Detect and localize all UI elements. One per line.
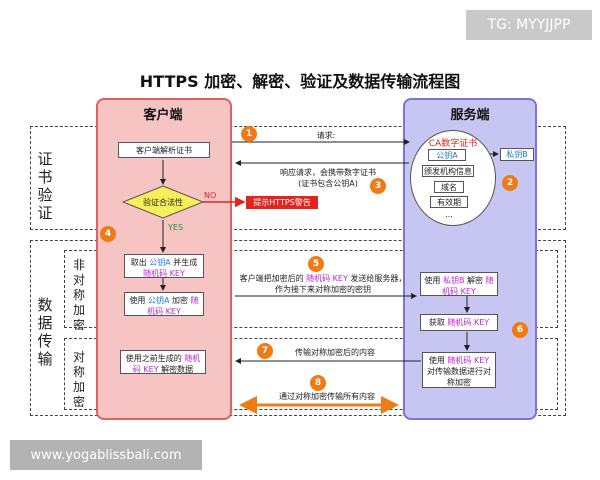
asym-subsection-frame: [64, 250, 558, 328]
msg-response-line1: 响应请求，会携带数字证书: [280, 168, 376, 177]
step-3-badge: 3: [370, 178, 386, 194]
data-section-label: 数据传输: [37, 296, 53, 368]
diagram-title: HTTPS 加密、解密、验证及数据传输流程图: [139, 72, 461, 91]
client-decrypt-box: 使用之前生成的 随机码 KEY 解密数据: [120, 350, 206, 374]
https-warning-box: 提示HTTPS警告: [246, 196, 318, 209]
site-watermark: www.yogablissbali.com: [10, 440, 202, 470]
server-decrypt-box: 使用 私钥B 解密 随机码 KEY: [420, 272, 498, 296]
step-6-badge: 6: [512, 322, 528, 338]
msg-send-key: 客户端把加密后的 随机码 KEY 发送给服务器，作为接下来对称加密的密钥: [239, 274, 407, 294]
msg-response-line2: (证书包含公钥A): [298, 179, 358, 188]
msg-transfer: 传输对称加密后的内容: [295, 348, 375, 357]
sym-label: 对称加密: [72, 350, 85, 409]
step-8-badge: 8: [310, 375, 326, 391]
issuer-info: 颁发机构信息: [422, 165, 474, 177]
take-pubkey-box: 取出 公钥A 并生成 随机码 KEY: [124, 254, 204, 278]
step-4-badge: 4: [100, 226, 116, 242]
cert-section-label: 证书验证: [37, 150, 53, 222]
validate-label: 验证合法性: [143, 198, 183, 207]
cert-section-frame: [30, 126, 566, 230]
validate-diamond: [121, 185, 205, 219]
ca-certificate-title: CA数字证书: [428, 139, 478, 149]
step-7-badge: 7: [257, 343, 273, 359]
get-key-box: 获取 随机码 KEY: [420, 314, 498, 331]
yes-label: YES: [168, 223, 184, 232]
server-encrypt-box: 使用 随机码 KEY 对传输数据进行对称加密: [422, 352, 496, 388]
msg-all-symmetric: 通过对称加密传输所有内容: [279, 392, 375, 401]
parse-cert-box: 客户端解析证书: [118, 142, 210, 158]
encrypt-key-box: 使用 公钥A 加密 随机码 KEY: [124, 292, 204, 316]
private-key-b: 私钥B: [500, 148, 534, 161]
validity-field: 有效期: [430, 196, 468, 208]
public-key-a: 公钥A: [428, 149, 466, 161]
client-lane-header: 客户端: [143, 108, 183, 123]
msg-request: 请求:: [316, 131, 336, 140]
asym-label: 非对称加密: [72, 258, 85, 332]
step-2-badge: 2: [502, 175, 518, 191]
ca-ellipsis: ...: [445, 210, 453, 219]
data-section-frame: [30, 240, 566, 416]
domain-field: 域名: [434, 181, 464, 193]
tg-watermark: TG: MYYJJPP: [466, 10, 592, 40]
ca-certificate-ellipse: [410, 130, 496, 226]
no-label: NO: [204, 191, 217, 200]
server-lane-header: 服务端: [450, 108, 490, 123]
step-1-badge: 1: [241, 126, 257, 142]
step-5-badge: 5: [308, 256, 324, 272]
